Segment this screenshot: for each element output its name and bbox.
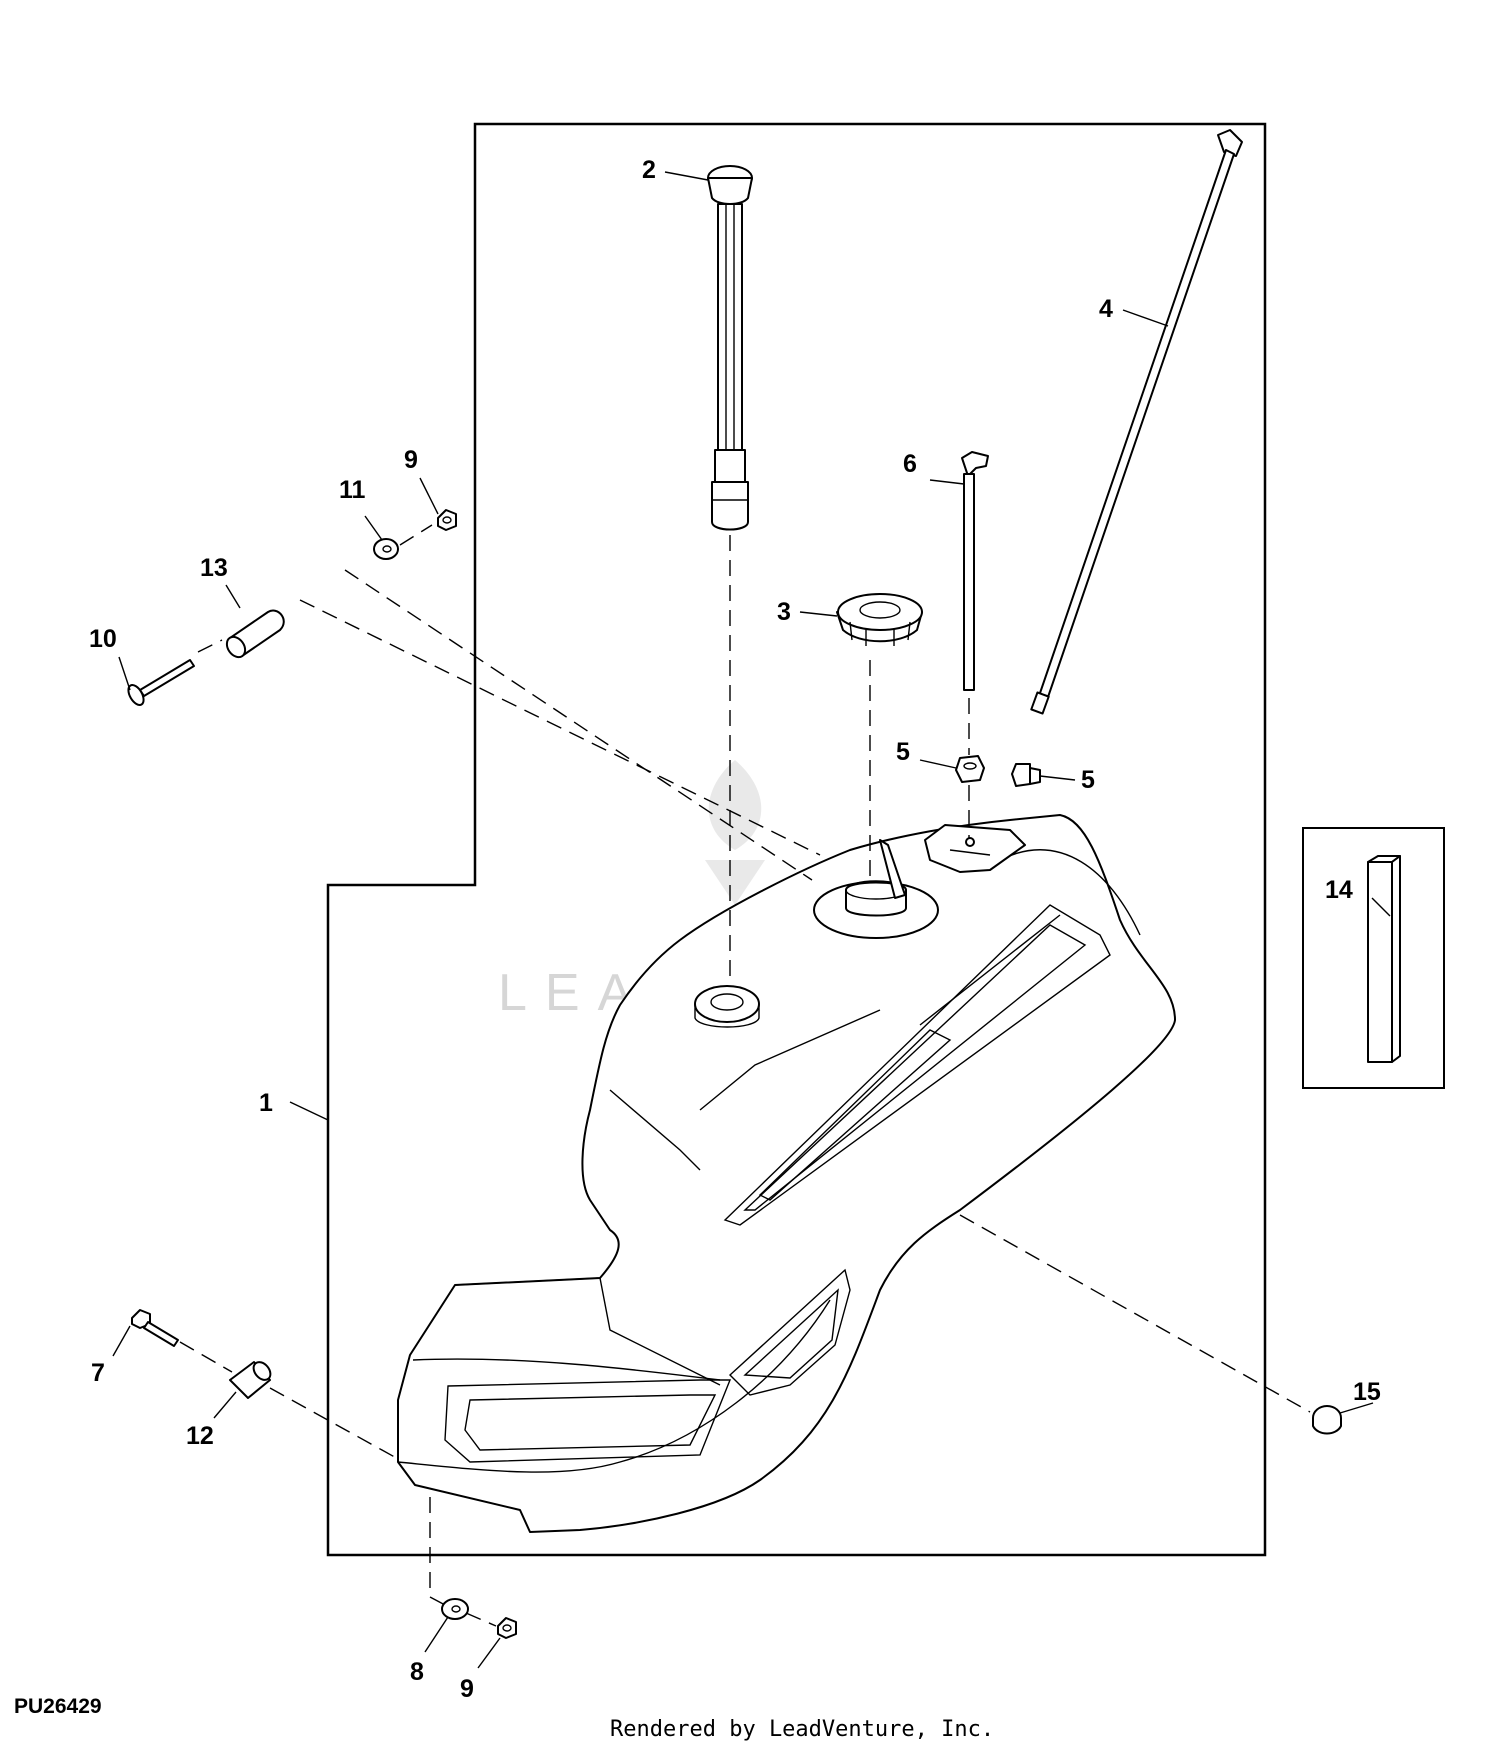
callout-10: 10 <box>89 625 117 653</box>
callout-4: 4 <box>1099 295 1113 323</box>
bolt-10 <box>127 659 195 706</box>
nut-lower <box>497 1617 517 1639</box>
callout-11: 11 <box>339 476 366 504</box>
callout-5-right: 5 <box>1081 766 1095 794</box>
callout-1: 1 <box>259 1089 273 1117</box>
washer-upper <box>373 538 399 560</box>
callout-labels: 2 3 4 5 5 6 9 11 13 10 1 14 7 12 15 8 9 <box>89 156 1381 1703</box>
callout-7: 7 <box>91 1359 105 1387</box>
figure-id: PU26429 <box>14 1695 102 1718</box>
item-14-inset-box <box>1302 827 1445 1089</box>
grommet-right <box>1011 763 1041 787</box>
washer-lower <box>441 1598 469 1620</box>
watermark-logo-icon <box>705 760 765 905</box>
callout-13: 13 <box>200 554 228 582</box>
spacer-12 <box>229 1361 272 1399</box>
callout-9-lower: 9 <box>460 1675 474 1703</box>
fuel-cap <box>836 593 923 646</box>
assembly-lines <box>179 524 1311 1627</box>
spacer-13 <box>225 609 285 659</box>
footer-credit: Rendered by LeadVenture, Inc. <box>610 1717 994 1742</box>
nut-upper <box>437 509 457 531</box>
callout-6: 6 <box>903 450 917 478</box>
assembly-frame <box>326 122 1267 1557</box>
callout-15: 15 <box>1353 1378 1381 1406</box>
callout-14: 14 <box>1325 876 1353 904</box>
rubber-bumper <box>1312 1405 1342 1435</box>
fuel-tank <box>397 814 1176 1533</box>
bolt-7 <box>131 1309 179 1347</box>
foam-strip <box>1367 855 1401 1063</box>
vent-hole <box>965 837 975 847</box>
vent-tube <box>1030 129 1243 715</box>
grommet-left <box>955 755 985 783</box>
leader-lines <box>112 171 1391 1669</box>
callout-8: 8 <box>410 1658 424 1686</box>
callout-2: 2 <box>642 156 656 184</box>
fuel-level-sender <box>707 165 753 531</box>
callout-12: 12 <box>186 1422 214 1450</box>
callout-5-left: 5 <box>896 738 910 766</box>
callout-9-upper: 9 <box>404 446 418 474</box>
callout-3: 3 <box>777 598 791 626</box>
vent-tube-short <box>961 451 989 691</box>
